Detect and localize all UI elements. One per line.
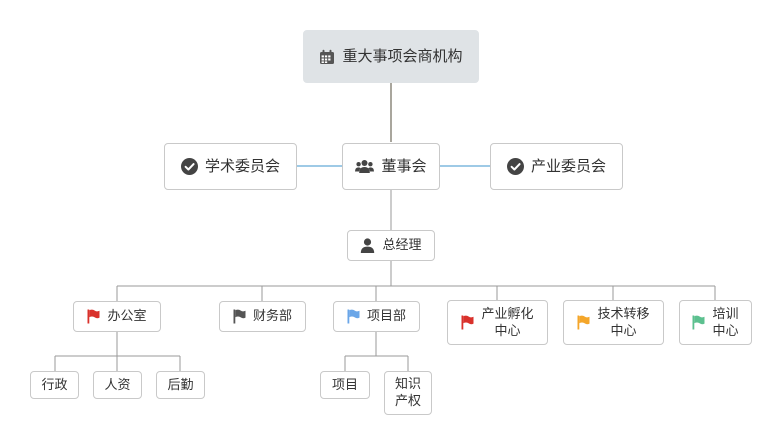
dept-office-label: 办公室 <box>107 309 147 324</box>
project-ip-label: 知识产权 <box>394 377 421 409</box>
calendar-icon <box>319 49 335 65</box>
dept-project-node[interactable]: 项目部 <box>333 301 420 332</box>
dept-finance-label: 财务部 <box>252 309 292 324</box>
flag-icon <box>87 309 100 324</box>
flag-icon <box>577 315 590 330</box>
office-hr-node[interactable]: 人资 <box>93 371 142 399</box>
users-icon <box>355 159 375 174</box>
office-logistics-label: 后勤 <box>167 377 194 393</box>
office-admin-node[interactable]: 行政 <box>30 371 79 399</box>
dept-training-node[interactable]: 培训中心 <box>679 300 752 345</box>
academic-committee-node[interactable]: 学术委员会 <box>164 143 297 190</box>
industry-committee-node[interactable]: 产业委员会 <box>490 143 623 190</box>
project-ip-node[interactable]: 知识产权 <box>384 371 432 415</box>
check-circle-icon <box>506 158 524 175</box>
project-item-label: 项目 <box>331 377 358 393</box>
board-label: 董事会 <box>381 157 427 175</box>
flag-icon <box>461 315 474 330</box>
flag-icon <box>692 315 705 330</box>
general-manager-node[interactable]: 总经理 <box>347 230 435 261</box>
dept-training-label: 培训中心 <box>712 306 739 339</box>
check-circle-icon <box>180 158 198 175</box>
dept-office-node[interactable]: 办公室 <box>73 301 161 332</box>
user-icon <box>360 238 375 253</box>
project-item-node[interactable]: 项目 <box>320 371 370 399</box>
dept-incubation-label: 产业孵化中心 <box>481 306 534 339</box>
academic-committee-label: 学术委员会 <box>204 157 280 175</box>
dept-incubation-node[interactable]: 产业孵化中心 <box>447 300 548 345</box>
office-hr-label: 人资 <box>104 377 131 393</box>
office-logistics-node[interactable]: 后勤 <box>156 371 205 399</box>
flag-icon <box>233 309 246 324</box>
dept-finance-node[interactable]: 财务部 <box>219 301 306 332</box>
general-manager-label: 总经理 <box>382 238 422 253</box>
office-admin-label: 行政 <box>41 377 68 393</box>
dept-project-label: 项目部 <box>366 309 406 324</box>
dept-tech-transfer-label: 技术转移中心 <box>597 306 650 339</box>
dept-tech-transfer-node[interactable]: 技术转移中心 <box>563 300 664 345</box>
industry-committee-label: 产业委员会 <box>530 157 606 175</box>
root-node[interactable]: 重大事项会商机构 <box>303 30 479 83</box>
root-label: 重大事项会商机构 <box>342 47 463 65</box>
board-node[interactable]: 董事会 <box>342 143 440 190</box>
flag-icon <box>347 309 360 324</box>
